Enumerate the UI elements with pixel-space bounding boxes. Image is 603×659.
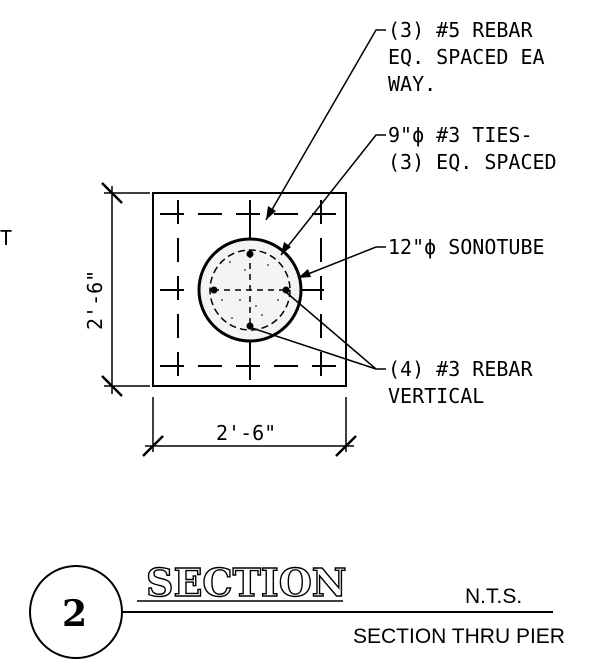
rebar-grid	[160, 200, 338, 380]
sonotube-label: 12"ϕ SONOTUBE	[388, 235, 545, 259]
vertical-dimension	[101, 182, 150, 397]
vertical-rebar-line-2: VERTICAL	[388, 384, 484, 408]
title-block: 2 SECTION N.T.S. SECTION THRU PIER	[29, 559, 565, 659]
top-rebar-line-2: EQ. SPACED EA	[388, 45, 545, 69]
pier-outline	[152, 192, 347, 387]
top-rebar-line-1: (3) #5 REBAR	[388, 18, 533, 42]
vertical-bar	[210, 286, 218, 294]
leader-lines	[251, 29, 386, 370]
sonotube	[197, 237, 303, 343]
vertical-bar	[246, 250, 254, 258]
top-rebar-line-3: WAY.	[388, 72, 436, 96]
scale-label: N.T.S.	[465, 585, 522, 608]
vertical-bar	[246, 322, 254, 330]
vertical-rebar-line-1: (4) #3 REBAR	[388, 357, 533, 381]
left-partial-label: T	[0, 226, 12, 250]
section-subtitle: SECTION THRU PIER	[353, 625, 565, 648]
tie-ring	[209, 249, 291, 331]
section-title: SECTION	[146, 560, 347, 605]
vertical-bar	[282, 286, 290, 294]
ties-line-2: (3) EQ. SPACED	[388, 150, 557, 174]
vertical-dimension-label: 2'-6"	[83, 270, 107, 330]
horizontal-dimension	[142, 397, 357, 457]
ties-line-1: 9"ϕ #3 TIES-	[388, 123, 533, 147]
horizontal-dimension-label: 2'-6"	[216, 421, 276, 445]
detail-number: 2	[62, 593, 87, 635]
